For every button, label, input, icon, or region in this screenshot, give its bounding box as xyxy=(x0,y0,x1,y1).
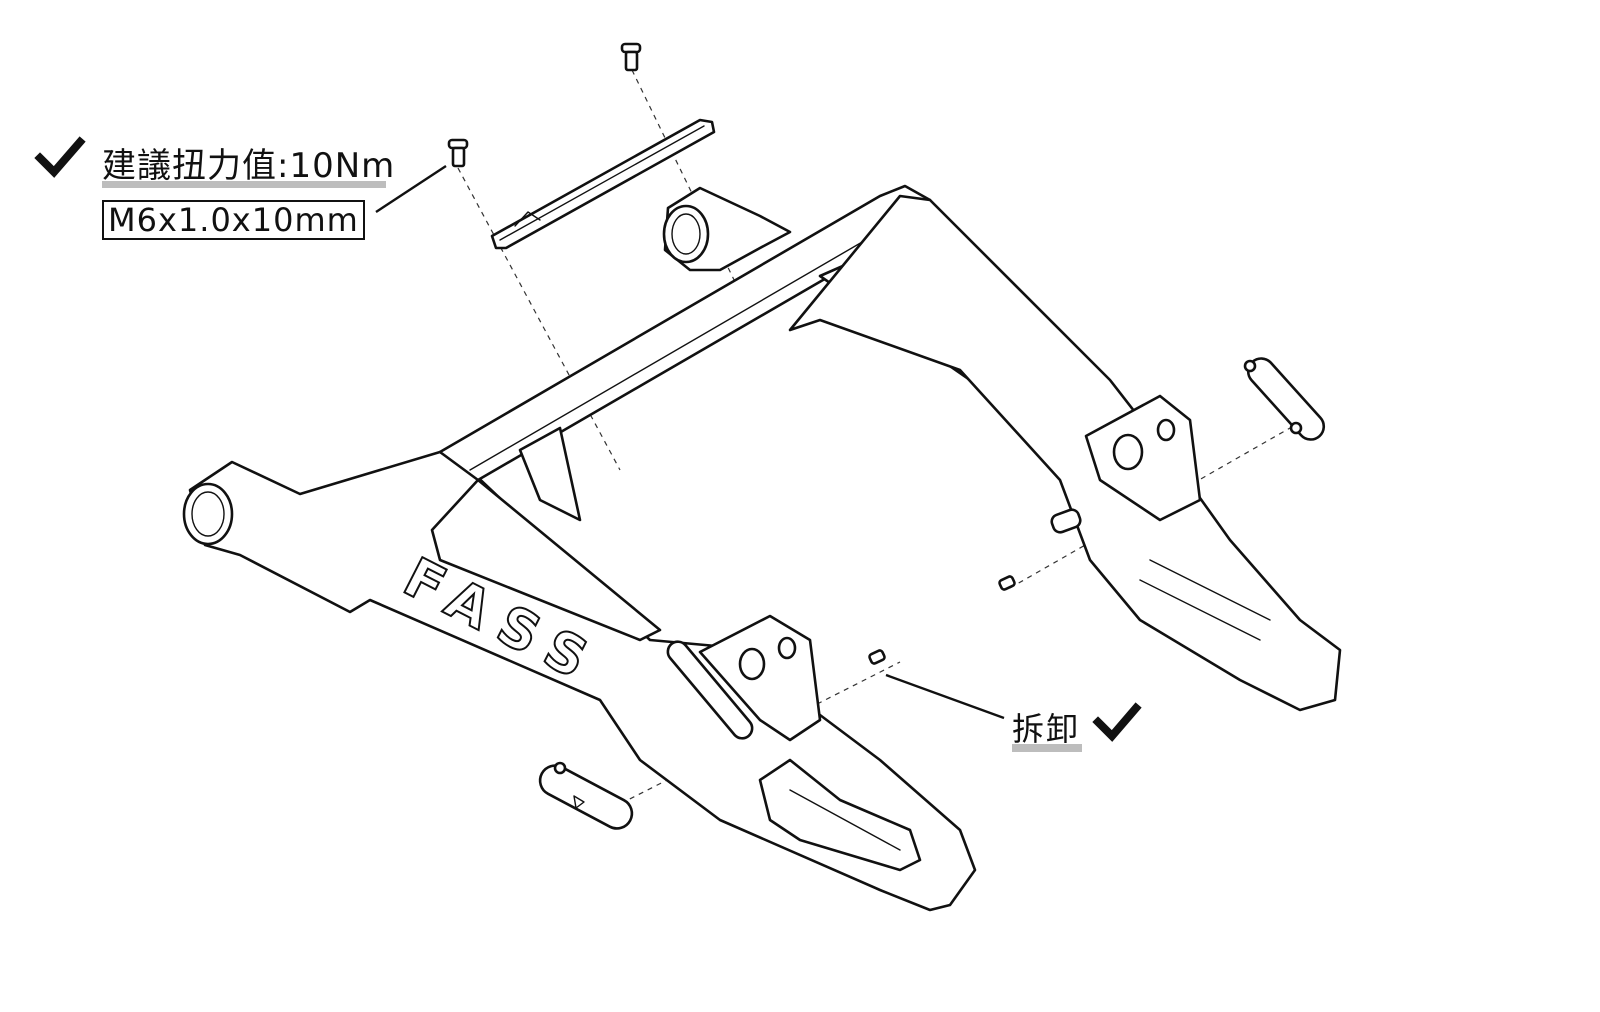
removal-label: 拆卸 xyxy=(1012,710,1081,748)
bolt-left xyxy=(447,138,469,168)
torque-recommendation-label: 建議扭力值:10Nm xyxy=(102,146,396,186)
end-cap-left xyxy=(538,761,634,830)
swingarm-body xyxy=(182,184,1342,912)
screw-left xyxy=(868,649,886,665)
leader-line-removal xyxy=(885,673,1005,720)
check-icon xyxy=(34,136,86,178)
torque-underline xyxy=(102,181,386,188)
screw-right xyxy=(998,575,1016,591)
leader-line-torque xyxy=(375,164,447,214)
bolt-spec-label: M6x1.0x10mm xyxy=(102,200,365,240)
guide-line-left-bolt xyxy=(457,167,621,471)
end-cap-right xyxy=(1243,357,1326,441)
check-icon xyxy=(1092,702,1142,742)
removal-underline xyxy=(1012,744,1082,752)
chain-guide-rail xyxy=(490,118,716,250)
bolt-top xyxy=(620,42,642,72)
